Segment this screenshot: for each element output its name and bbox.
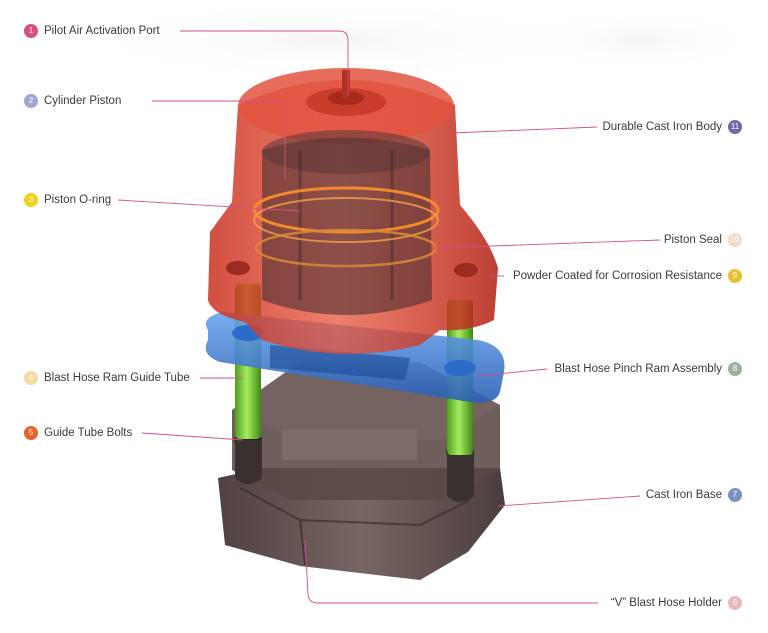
leader-line-7 [497,495,641,507]
callout-text-piston-seal: Piston Seal [663,234,722,246]
badge-3: 3 [24,193,38,207]
badge-9: 9 [728,269,742,283]
callout-5: 5 Guide Tube Bolts [24,426,132,440]
callout-10: 10 Piston Seal [664,233,742,247]
badge-11: 11 [728,120,742,134]
leader-line-2 [152,100,286,180]
leader-line-1 [180,30,349,96]
callout-text-blast-hose-pinch-ram-assembly: Blast Hose Pinch Ram Assembly [554,363,722,375]
callout-text-cast-iron-base: Cast Iron Base [645,489,722,501]
callout-8: 8 Blast Hose Pinch Ram Assembly [555,362,742,376]
badge-2: 2 [24,94,38,108]
leader-line-6 [304,539,598,604]
leader-line-3 [117,199,301,212]
callout-text-piston-o-ring: Piston O-ring [44,194,112,206]
callout-text-durable-cast-iron-body: Durable Cast Iron Body [602,121,722,133]
badge-7: 7 [728,488,742,502]
badge-5: 5 [24,426,38,440]
callout-text-v-blast-hose-holder: “V” Blast Hose Holder [610,597,722,609]
callout-text-cylinder-piston: Cylinder Piston [44,95,122,107]
callout-9: 9 Powder Coated for Corrosion Resistance [513,269,742,283]
callout-text-blast-hose-ram-guide-tube: Blast Hose Ram Guide Tube [44,372,190,384]
leader-lines [117,30,661,604]
cast-iron-body [208,68,498,354]
badge-1: 1 [24,24,38,38]
badge-6: 6 [728,596,742,610]
callout-2: 2 Cylinder Piston [24,94,121,108]
leader-line-11 [451,126,598,134]
cast-iron-base [218,362,505,580]
callout-4: 4 Blast Hose Ram Guide Tube [24,371,190,385]
callout-11: 11 Durable Cast Iron Body [602,120,742,134]
callout-text-guide-tube-bolts: Guide Tube Bolts [44,427,133,439]
callout-text-pilot-air-activation-port: Pilot Air Activation Port [44,25,160,37]
background-dots [70,0,760,80]
callout-1: 1 Pilot Air Activation Port [24,24,160,38]
badge-10: 10 [728,233,742,247]
leader-line-8 [477,368,548,377]
badge-8: 8 [728,362,742,376]
callout-7: 7 Cast Iron Base [646,488,742,502]
callout-3: 3 Piston O-ring [24,193,111,207]
callout-text-powder-coated: Powder Coated for Corrosion Resistance [512,270,722,282]
leader-line-10 [434,239,661,249]
callout-6: 6 “V” Blast Hose Holder [611,596,742,610]
leader-line-5 [141,432,244,441]
badge-4: 4 [24,371,38,385]
